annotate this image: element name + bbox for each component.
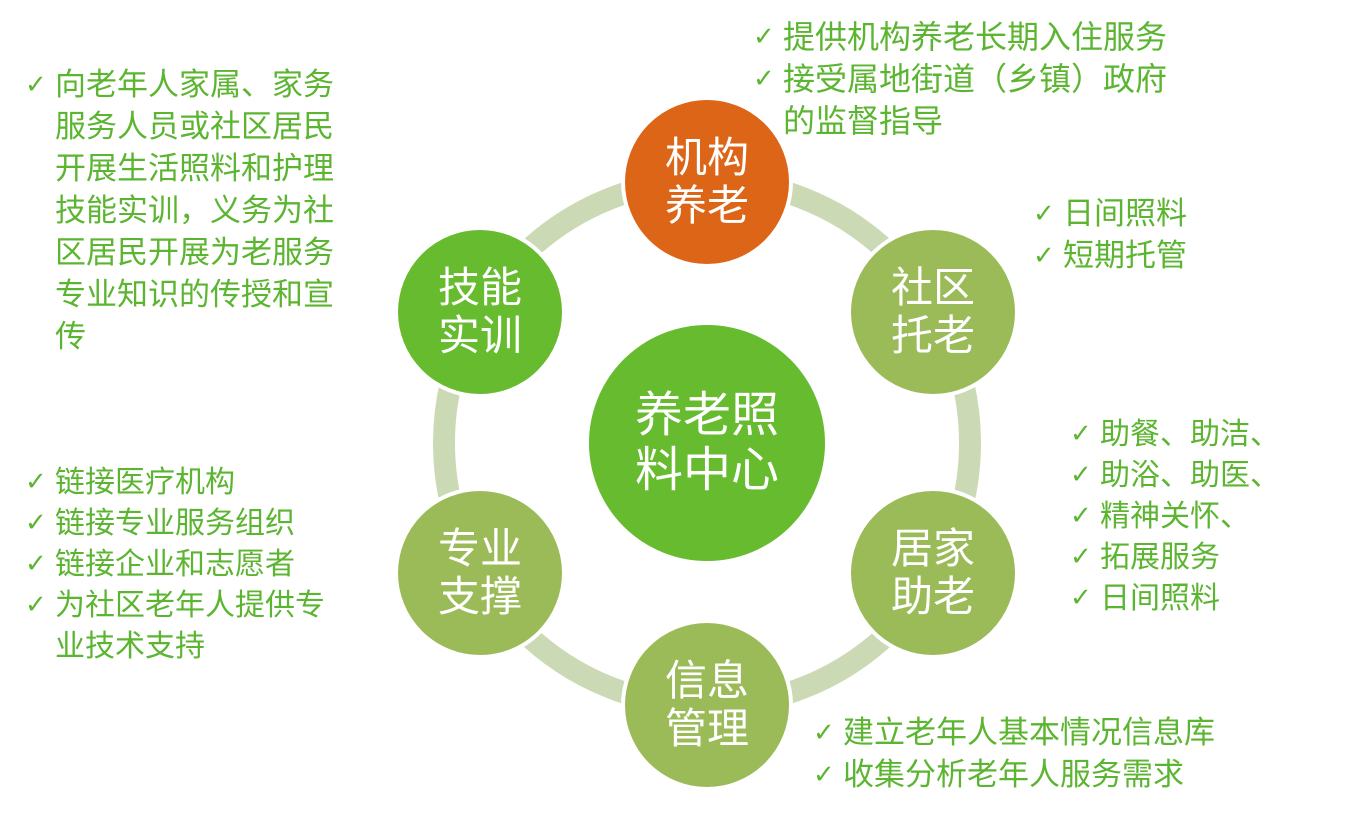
check-icon: ✓ <box>1070 583 1092 613</box>
note-text-line: 日间照料 <box>1063 196 1187 232</box>
check-icon: ✓ <box>813 718 835 748</box>
note-text-line: 开展生活照料和护理 <box>55 151 334 187</box>
notes-home: ✓ 助餐、助洁、 ✓ 助浴、助医、 ✓ 精神关怀、 ✓ 拓展服务 ✓ 日间照料 <box>1070 414 1280 619</box>
note-text-line: 链接医疗机构 <box>55 465 235 500</box>
note-text-line: 技能实训，义务为社 <box>55 193 334 229</box>
note-text-line: 提供机构养老长期入住服务 <box>783 18 1168 56</box>
note-text-line: 建立老年人基本情况信息库 <box>843 715 1215 751</box>
note-item: ✓ 日间照料 <box>1033 193 1187 235</box>
note-text-line: 助浴、助医、 <box>1100 458 1280 493</box>
node-info-management: 信息管理 <box>621 619 793 791</box>
note-text-line: 精神关怀、 <box>1100 499 1250 534</box>
note-text-line: 服务人员或社区居民 <box>55 109 334 145</box>
check-icon: ✓ <box>753 64 775 94</box>
check-icon: ✓ <box>813 760 835 790</box>
check-icon: ✓ <box>753 22 775 52</box>
check-icon: ✓ <box>25 70 47 100</box>
note-item: ✓ 拓展服务 <box>1070 537 1280 578</box>
notes-info: ✓ 建立老年人基本情况信息库 ✓ 收集分析老年人服务需求 <box>813 712 1215 796</box>
note-text-line: 短期托管 <box>1063 238 1187 274</box>
note-text-line: 为社区老年人提供专 <box>55 588 325 623</box>
note-text-line: 传 <box>55 319 86 355</box>
node-label: 专业 <box>437 523 522 573</box>
notes-institution: ✓ 提供机构养老长期入住服务 ✓ 接受属地街道（乡镇）政府的监督指导 <box>753 16 1167 142</box>
check-icon: ✓ <box>25 508 47 538</box>
note-text-line: 专业知识的传授和宣 <box>55 277 334 313</box>
check-icon: ✓ <box>1033 241 1055 271</box>
note-item: ✓ 收集分析老年人服务需求 <box>813 754 1215 796</box>
notes-training: ✓ 向老年人家属、家务服务人员或社区居民开展生活照料和护理技能实训，义务为社区居民… <box>25 64 334 358</box>
note-item: ✓ 精神关怀、 <box>1070 496 1280 537</box>
note-text-line: 区居民开展为老服务 <box>55 235 334 271</box>
node-institution-care: 机构养老 <box>621 96 793 268</box>
node-label: 信息 <box>664 655 749 705</box>
node-skills-training: 技能实训 <box>394 226 566 398</box>
node-label: 实训 <box>437 311 522 360</box>
note-text-line: 日间照料 <box>1100 581 1220 616</box>
note-text-line: 链接企业和志愿者 <box>55 547 295 582</box>
check-icon: ✓ <box>25 549 47 579</box>
check-icon: ✓ <box>1070 460 1092 490</box>
check-icon: ✓ <box>1070 419 1092 449</box>
check-icon: ✓ <box>25 590 47 620</box>
note-text-line: 拓展服务 <box>1100 540 1220 575</box>
note-text-line: 助餐、助洁、 <box>1100 417 1280 452</box>
node-home-care: 居家助老 <box>847 487 1019 659</box>
center-label-line: 养老照 <box>634 386 779 443</box>
node-label: 管理 <box>664 704 749 753</box>
note-item: ✓ 提供机构养老长期入住服务 <box>753 16 1167 58</box>
note-text-line: 业技术支持 <box>55 629 205 664</box>
note-item: ✓ 建立老年人基本情况信息库 <box>813 712 1215 754</box>
note-text-line: 向老年人家属、家务 <box>55 67 334 103</box>
check-icon: ✓ <box>1033 199 1055 229</box>
note-item: ✓ 助浴、助医、 <box>1070 455 1280 496</box>
notes-support: ✓ 链接医疗机构 ✓ 链接专业服务组织 ✓ 链接企业和志愿者 ✓ 为社区老年人提供专业技术支持 <box>25 462 325 667</box>
node-professional-support: 专业支撑 <box>394 487 566 659</box>
node-label: 居家 <box>890 523 975 573</box>
note-item: ✓ 链接企业和志愿者 <box>25 544 325 585</box>
notes-community: ✓ 日间照料 ✓ 短期托管 <box>1033 193 1187 277</box>
center-circle-elderly-care-center: 养老照料中心 <box>585 321 829 565</box>
note-text-line: 接受属地街道（乡镇）政府 <box>783 60 1168 98</box>
note-item: ✓ 链接医疗机构 <box>25 462 325 503</box>
node-community-care: 社区托老 <box>847 226 1019 398</box>
note-item: ✓ 链接专业服务组织 <box>25 503 325 544</box>
note-text-line: 的监督指导 <box>783 102 944 140</box>
note-text-line: 收集分析老年人服务需求 <box>843 757 1184 793</box>
node-label: 社区 <box>890 262 975 312</box>
note-item: ✓ 短期托管 <box>1033 235 1187 277</box>
node-label: 支撑 <box>437 572 522 621</box>
check-icon: ✓ <box>1070 501 1092 531</box>
note-item: ✓ 为社区老年人提供专业技术支持 <box>25 585 325 667</box>
node-label: 助老 <box>890 572 975 621</box>
node-label: 养老 <box>664 181 749 230</box>
check-icon: ✓ <box>1070 542 1092 572</box>
note-item: ✓ 日间照料 <box>1070 578 1280 619</box>
node-label: 技能 <box>437 262 522 312</box>
note-text-line: 链接专业服务组织 <box>55 506 295 541</box>
node-label: 机构 <box>664 132 749 182</box>
note-item: ✓ 助餐、助洁、 <box>1070 414 1280 455</box>
note-item: ✓ 向老年人家属、家务服务人员或社区居民开展生活照料和护理技能实训，义务为社区居民… <box>25 64 334 358</box>
check-icon: ✓ <box>25 467 47 497</box>
node-label: 托老 <box>890 311 975 360</box>
note-item: ✓ 接受属地街道（乡镇）政府的监督指导 <box>753 58 1167 142</box>
center-label-line: 料中心 <box>634 442 779 498</box>
